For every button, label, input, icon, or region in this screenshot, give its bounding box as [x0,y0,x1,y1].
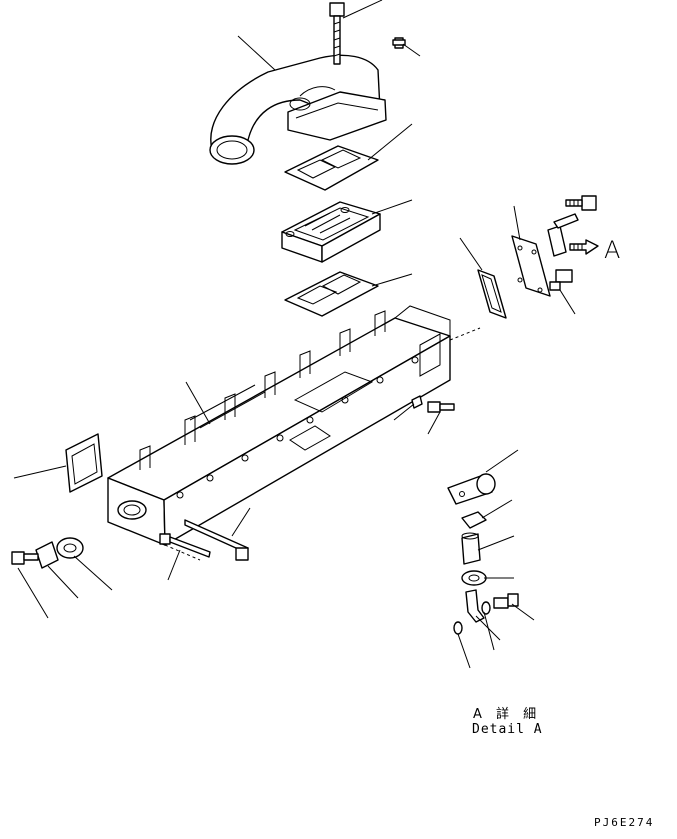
intake-manifold [107,305,481,561]
detail-bolt [493,593,519,609]
stud-bolt [392,37,406,49]
lower-bolt [11,551,39,565]
sensor-plug [549,269,573,291]
cover-gasket [477,269,507,319]
detail-bracket [447,473,496,505]
detail-pipe [461,532,481,565]
mid-washer [411,395,423,409]
detail-view-letter: A [604,236,621,264]
detail-washer [481,601,491,615]
lower-gasket-ring [56,537,84,559]
leader-lines [13,0,576,669]
gasket-upper [284,145,379,191]
elbow-pipe [209,54,387,165]
bracket-a [547,213,579,257]
cover-plate [511,235,551,297]
cover-bolt [565,195,597,211]
detail-eye-joint [461,570,487,586]
long-bolt-2 [184,519,249,561]
lower-cover-plate [35,541,59,569]
detail-small-washer [453,621,463,635]
intake-heater [281,201,381,263]
detail-caption-japanese: A 詳 細 [473,707,542,722]
gasket-lower [284,271,379,317]
flange-gasket-left [65,433,103,493]
detail-caption-english: Detail A [472,722,543,737]
elbow-bolt [329,2,345,65]
mid-bolt [427,401,455,413]
view-arrow [569,239,599,255]
detail-elbow-fitting [465,589,485,623]
drawing-code: PJ6E274 [594,816,655,829]
detail-nut [461,511,487,529]
long-bolt-1 [159,533,211,558]
